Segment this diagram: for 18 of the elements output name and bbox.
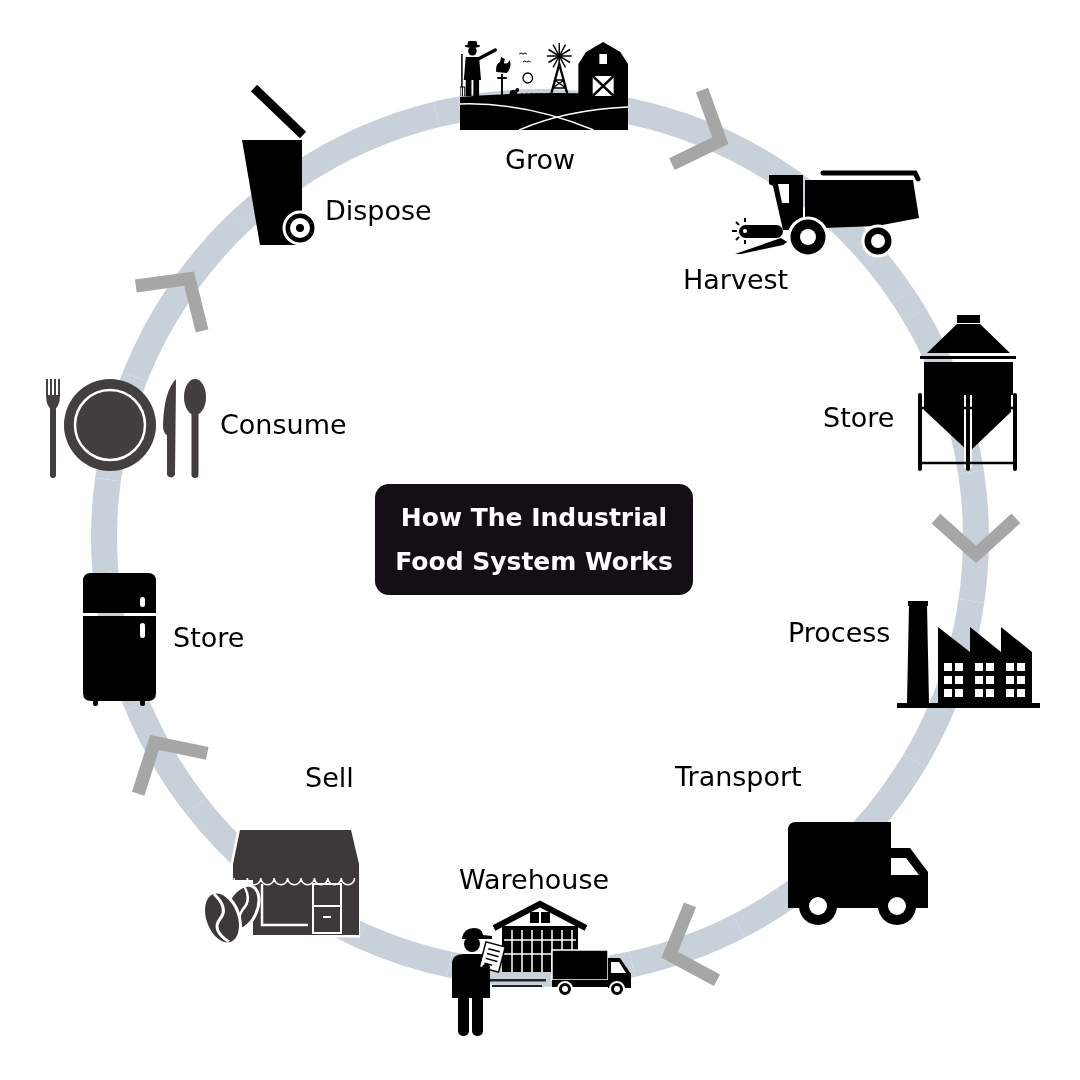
stage-label: Transport xyxy=(675,761,802,793)
cycle-arrow xyxy=(629,902,745,986)
stage-label: Harvest xyxy=(683,264,789,296)
cycle-arrow xyxy=(122,212,250,382)
cycle-arrow xyxy=(125,701,209,814)
stage-label: Sell xyxy=(305,762,354,794)
stage-label: Dispose xyxy=(325,195,432,227)
stage-label: Grow xyxy=(505,144,576,176)
cycle-connector xyxy=(891,288,926,322)
cycle-connector xyxy=(355,923,453,978)
stage-label: Store xyxy=(823,402,895,434)
cycle-connector xyxy=(91,478,121,574)
cycle-arrow xyxy=(931,470,1021,603)
stage-label: Warehouse xyxy=(459,864,610,896)
stage-label: Store xyxy=(173,622,245,654)
stage-label: Process xyxy=(788,617,891,649)
stage-label: Consume xyxy=(220,409,347,441)
diagram-title: How The Industrial Food System Works xyxy=(375,484,693,595)
